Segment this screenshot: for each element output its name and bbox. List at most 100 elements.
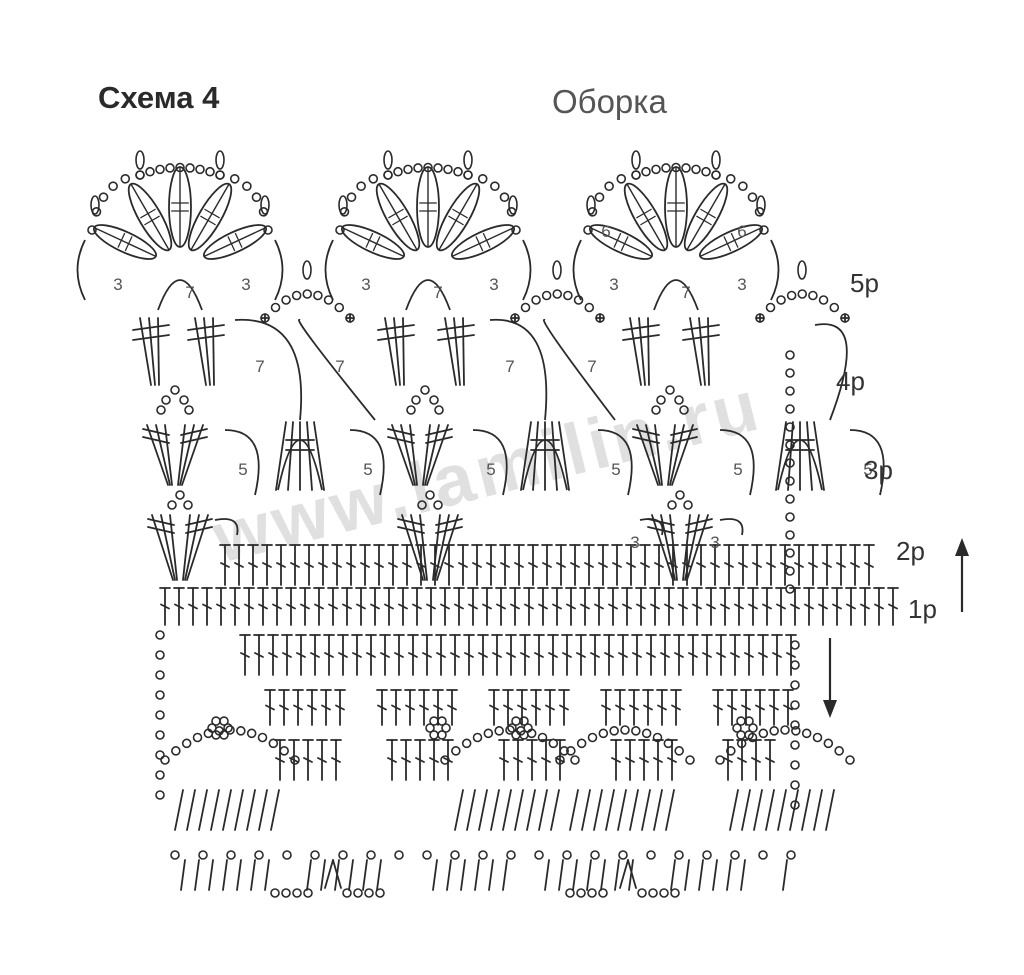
- triple-stitch: [698, 317, 706, 386]
- lower-edge-stitch: [586, 859, 592, 891]
- chain-stitch: [429, 395, 439, 405]
- stitch-count-5: 5: [863, 460, 872, 479]
- petal-bar: [636, 208, 652, 219]
- chain-stitch: [790, 800, 800, 810]
- tall-stitch-cross: [685, 518, 713, 526]
- chain-stitch: [483, 728, 494, 739]
- dc-stitch-cross: [307, 704, 317, 711]
- chain-stitch: [437, 716, 447, 726]
- petal-bar: [392, 215, 408, 226]
- tall-stitch-cross: [185, 518, 213, 526]
- petal-bar: [388, 208, 404, 219]
- chain-stitch: [505, 725, 515, 735]
- fan-base: [405, 279, 451, 311]
- lower-edge-stitch: [544, 859, 550, 891]
- chain-stitch: [281, 888, 291, 898]
- dc-stitch-cross: [188, 603, 198, 610]
- stitch-count-3: 3: [710, 533, 719, 552]
- petal-bar: [723, 236, 732, 252]
- dc-stitch-cross: [468, 603, 478, 610]
- tall-stitch: [660, 514, 676, 581]
- chain-stitch: [659, 888, 669, 898]
- lower-edge-stitch: [460, 859, 466, 891]
- chain-stitch: [441, 723, 451, 733]
- chain-stitch: [313, 290, 323, 301]
- chart-title: Схема 4: [98, 80, 220, 115]
- chain-stitch: [730, 850, 740, 860]
- dc-stitch-cross: [629, 704, 639, 711]
- stitch-count-7: 7: [335, 357, 344, 376]
- tall-stitch-cross: [142, 436, 170, 444]
- triple-stitch: [393, 317, 401, 386]
- chain-stitch: [184, 405, 194, 415]
- triple-stitch: [212, 317, 215, 386]
- row4-arch: [543, 319, 616, 421]
- dc-stitch-cross: [646, 652, 656, 658]
- dc-stitch-cross: [394, 652, 404, 658]
- dc-stitch-cross: [738, 562, 748, 568]
- tall-stitch: [181, 424, 204, 486]
- petal-stem: [93, 226, 157, 258]
- picot-loop: [302, 260, 312, 280]
- dc-stitch-cross: [864, 562, 874, 568]
- dc-stitch-cross: [436, 652, 446, 658]
- dc-stitch-cross: [654, 562, 664, 568]
- chain-stitch: [155, 630, 165, 640]
- chain-stitch: [225, 725, 235, 735]
- dc-stitch-cross: [258, 603, 268, 610]
- chain-stitch: [211, 730, 221, 740]
- fan-stitch-lower: [210, 789, 220, 831]
- dc-stitch-cross: [384, 603, 394, 610]
- picot-stitch: [627, 859, 637, 889]
- triple-cross: [377, 324, 415, 331]
- tall-stitch: [169, 514, 178, 581]
- tall-stitch-cross: [397, 518, 425, 526]
- tall-stitch-cross: [435, 518, 463, 526]
- row3-arch: [719, 429, 755, 496]
- tall-stitch-cross: [685, 526, 713, 534]
- chain-stitch: [433, 163, 443, 173]
- tall-stitch: [636, 424, 659, 486]
- chain-stitch: [251, 192, 262, 202]
- chain-stitch: [534, 850, 544, 860]
- stitch-count-3: 3: [113, 275, 122, 294]
- tall-stitch-cross: [387, 436, 415, 444]
- row-label-3: 3р: [864, 455, 893, 485]
- dc-stitch-cross: [328, 603, 338, 610]
- chain-stitch: [215, 170, 225, 180]
- chain-stitch: [565, 888, 575, 898]
- chain-stitch: [205, 166, 215, 177]
- petal-bar: [140, 208, 156, 219]
- dc-stitch-cross: [310, 652, 320, 658]
- dc-stitch-cross: [836, 562, 846, 568]
- dc-stitch-cross: [405, 704, 415, 711]
- lower-edge-stitch: [194, 859, 200, 891]
- fan-stitch-lower: [270, 789, 280, 831]
- dc-stitch-cross: [174, 603, 184, 610]
- dc-stitch-cross: [524, 603, 534, 610]
- dc-stitch-cross: [450, 652, 460, 658]
- chain-stitch: [383, 170, 393, 180]
- chain-stitch: [450, 850, 460, 860]
- cluster-stitch: [806, 421, 813, 491]
- lower-edge-stitch: [236, 859, 242, 891]
- chain-stitch: [785, 584, 795, 594]
- dc-stitch-cross: [716, 652, 726, 658]
- dc-stitch-cross: [604, 652, 614, 658]
- chain-stitch: [679, 405, 689, 415]
- petal-bar: [234, 232, 243, 248]
- stitch-count-6: 6: [601, 222, 610, 241]
- chain-stitch: [507, 723, 517, 733]
- picot-loop: [463, 150, 473, 170]
- triple-cross: [132, 324, 170, 331]
- fan-stitch-lower: [526, 789, 536, 831]
- tall-stitch: [186, 514, 209, 581]
- chain-stitch: [552, 289, 563, 299]
- chain-stitch: [845, 755, 855, 765]
- stitch-count-5: 5: [238, 460, 247, 479]
- dc-stitch-cross: [598, 562, 608, 568]
- chain-stitch: [155, 690, 165, 700]
- chain-stitch: [155, 790, 165, 800]
- petal-bar: [365, 232, 374, 248]
- dc-stitch-cross: [279, 704, 289, 711]
